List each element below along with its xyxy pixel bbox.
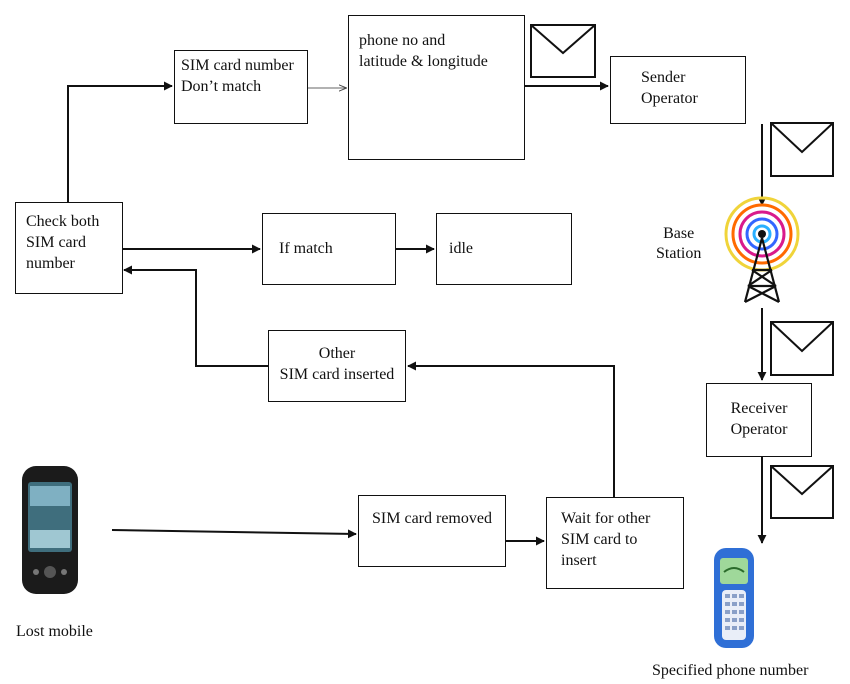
smartphone-icon — [22, 466, 78, 594]
check-both-sim-box: Check both SIM card number — [15, 202, 123, 294]
envelope-icon — [530, 24, 596, 78]
arrow-wait-to-other-sim — [407, 361, 615, 497]
base-station-label: Base Station — [656, 225, 702, 262]
tower-icon — [724, 196, 800, 303]
specified-phone-label: Specified phone number — [652, 662, 809, 679]
sender-operator-box: Sender Operator — [610, 56, 746, 124]
envelope-icon — [770, 321, 834, 376]
if-match-box: If match — [262, 213, 396, 285]
sim-removed-box: SIM card removed — [358, 495, 506, 567]
phone-lat-long-box: phone no and latitude & longitude — [348, 15, 525, 160]
sim-dont-match-box: SIM card number Don’t match — [174, 50, 308, 124]
receiver-operator-box: Receiver Operator — [706, 383, 812, 457]
arrow-other-sim-to-check — [123, 265, 268, 367]
connectors — [67, 81, 767, 546]
arrow-check-to-dont-match — [67, 81, 173, 202]
other-sim-inserted-box: Other SIM card inserted — [268, 330, 406, 402]
envelope-icon — [770, 465, 834, 519]
idle-box: idle — [436, 213, 572, 285]
lost-mobile-label: Lost mobile — [16, 623, 93, 640]
envelope-icon — [770, 122, 834, 177]
wait-other-sim-box: Wait for other SIM card to insert — [546, 497, 684, 589]
feature-phone-icon — [714, 548, 754, 648]
arrow-mobile-to-removed — [111, 529, 357, 539]
